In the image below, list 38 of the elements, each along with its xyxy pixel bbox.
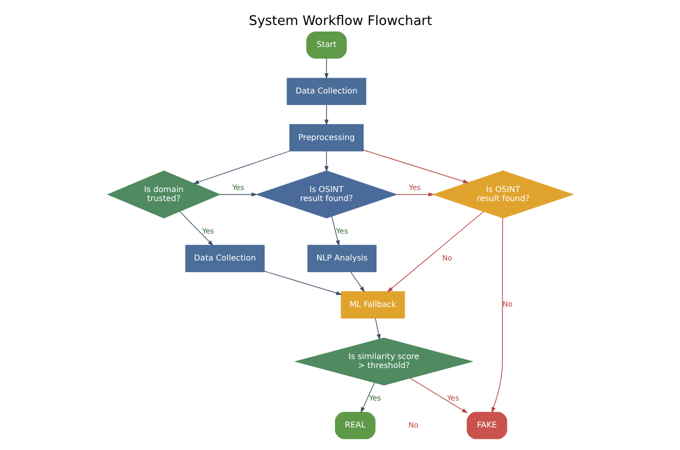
label: No <box>408 420 418 430</box>
node-box: REAL <box>334 412 375 440</box>
node-box: Preprocessing <box>288 124 364 152</box>
arrow <box>324 150 328 172</box>
arrow <box>350 272 364 292</box>
edge-label: Yes <box>202 226 214 236</box>
arrow <box>324 104 328 126</box>
arrow <box>409 378 468 414</box>
arrow <box>218 192 257 197</box>
arrow <box>491 218 503 414</box>
node-box: ML Fallback <box>340 291 404 318</box>
arrow <box>330 216 340 246</box>
diagram-title: System Workflow Flowchart <box>248 14 432 29</box>
edge-label: Yes <box>232 183 244 192</box>
arrow <box>386 211 484 292</box>
node-box: Start <box>306 31 346 59</box>
arrow <box>360 382 374 414</box>
node-diamond: Is domain trusted? <box>106 170 220 218</box>
edge-label: Yes <box>446 394 459 403</box>
edge-label: Yes <box>368 394 381 403</box>
edge-label: Yes <box>408 183 420 192</box>
node-diamond: Is OSINT result found? <box>254 170 398 218</box>
arrow <box>362 150 468 184</box>
node-box: FAKE <box>466 412 507 440</box>
edge-label: No <box>442 253 452 262</box>
node-box: Data Collection <box>286 78 366 106</box>
arrow <box>324 58 328 80</box>
arrow <box>374 318 380 340</box>
node-box: Data Collection <box>184 244 264 272</box>
arrow <box>264 270 342 296</box>
arrow <box>192 150 290 184</box>
arrow <box>396 192 434 197</box>
node-diamond: Is similarity score > threshold? <box>294 338 474 386</box>
node-box: NLP Analysis <box>306 244 376 272</box>
arrow <box>179 211 213 246</box>
edge-label: Yes <box>336 226 348 236</box>
node-diamond: Is OSINT result found? <box>432 170 574 218</box>
edge-label: No <box>502 300 512 309</box>
